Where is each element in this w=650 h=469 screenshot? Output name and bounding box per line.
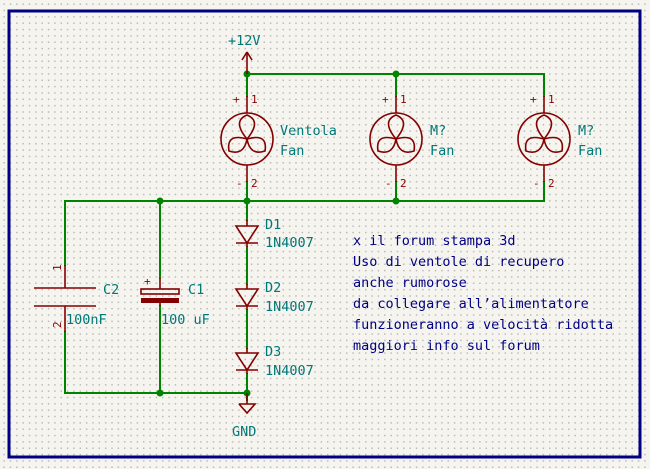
cap-polarity: + xyxy=(144,275,151,288)
fan-ventola: + 1 - 2 Ventola Fan xyxy=(220,93,337,190)
fan-m2: + 1 - 2 M? Fan xyxy=(369,93,454,190)
fan-pin-plus: + xyxy=(382,93,389,106)
diode-d1: D1 1N4007 xyxy=(234,217,314,251)
fan-pin-1: 1 xyxy=(400,93,407,106)
fan-ref: Ventola xyxy=(280,123,337,139)
fan-pin-minus: - xyxy=(533,177,540,190)
vcc-symbol: +12V xyxy=(228,33,261,74)
note-line: funzioneranno a velocità ridotta xyxy=(353,317,613,333)
diode-d2: D2 1N4007 xyxy=(234,280,314,315)
fan-pin-plus: + xyxy=(233,93,240,106)
cap-value: 100nF xyxy=(66,312,107,328)
fan-value: Fan xyxy=(578,143,602,159)
fan-value: Fan xyxy=(430,143,454,159)
note-line: maggiori info sul forum xyxy=(353,338,540,354)
diode-value: 1N4007 xyxy=(265,363,314,379)
cap-value: 100 uF xyxy=(161,312,210,328)
sheet-frame xyxy=(7,9,642,459)
diode-ref: D3 xyxy=(265,344,281,360)
fan-value: Fan xyxy=(280,143,304,159)
fan-pin-minus: - xyxy=(236,177,243,190)
cap-negative-plate xyxy=(141,298,179,303)
note-line: x il forum stampa 3d xyxy=(353,233,516,249)
capacitor-c1: + C1 100 uF xyxy=(140,275,210,328)
junction-dot xyxy=(392,197,400,205)
gnd-symbol: GND xyxy=(232,393,257,440)
fan-ref: M? xyxy=(430,123,446,139)
cap-ref: C2 xyxy=(103,282,119,298)
vcc-label: +12V xyxy=(228,33,261,49)
capacitor-c2: 1 2 C2 100nF xyxy=(34,264,119,332)
cap-ref: C1 xyxy=(188,282,204,298)
cap-pin-2: 2 xyxy=(51,321,64,328)
cap-pin-1: 1 xyxy=(51,264,64,271)
junction-dot xyxy=(156,389,164,397)
fan-pin-2: 2 xyxy=(400,177,407,190)
note-line: Uso di ventole di recupero xyxy=(353,254,564,270)
fan-pin-1: 1 xyxy=(251,93,258,106)
fan-pin-2: 2 xyxy=(548,177,555,190)
junction-dot xyxy=(392,70,400,78)
diode-d3: D3 1N4007 xyxy=(234,344,314,379)
diode-ref: D1 xyxy=(265,217,281,233)
notes: x il forum stampa 3d Uso di ventole di r… xyxy=(353,233,613,354)
fan-pin-minus: - xyxy=(385,177,392,190)
junction-dot xyxy=(243,197,251,205)
fan-pin-plus: + xyxy=(530,93,537,106)
fan-pin-1: 1 xyxy=(548,93,555,106)
diode-ref: D2 xyxy=(265,280,281,296)
junction-dot xyxy=(156,197,164,205)
note-line: anche rumorose xyxy=(353,275,467,291)
fan-m3: + 1 - 2 M? Fan xyxy=(517,93,602,190)
note-line: da collegare all’alimentatore xyxy=(353,296,589,312)
diode-value: 1N4007 xyxy=(265,235,314,251)
gnd-label: GND xyxy=(232,424,256,440)
fan-pin-2: 2 xyxy=(251,177,258,190)
diode-value: 1N4007 xyxy=(265,299,314,315)
wires xyxy=(64,73,545,401)
fan-ref: M? xyxy=(578,123,594,139)
